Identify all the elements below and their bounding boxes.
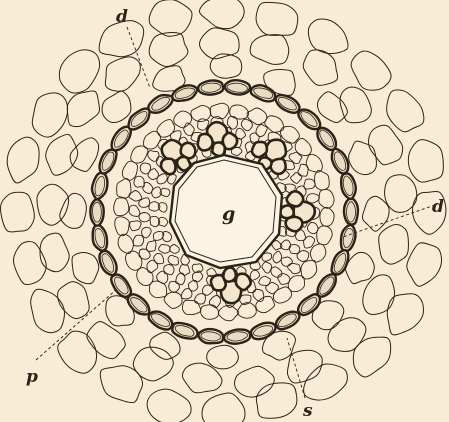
- xylem-group-left: [211, 268, 251, 304]
- label-s: s: [302, 401, 313, 421]
- label-d-top: d: [116, 7, 128, 27]
- leader-line-p: [36, 289, 117, 360]
- label-p: p: [26, 367, 38, 387]
- label-g: g: [222, 203, 235, 225]
- label-d-right: d: [432, 197, 444, 217]
- leader-line-d-top: [127, 27, 150, 88]
- leader-line-s: [287, 338, 305, 398]
